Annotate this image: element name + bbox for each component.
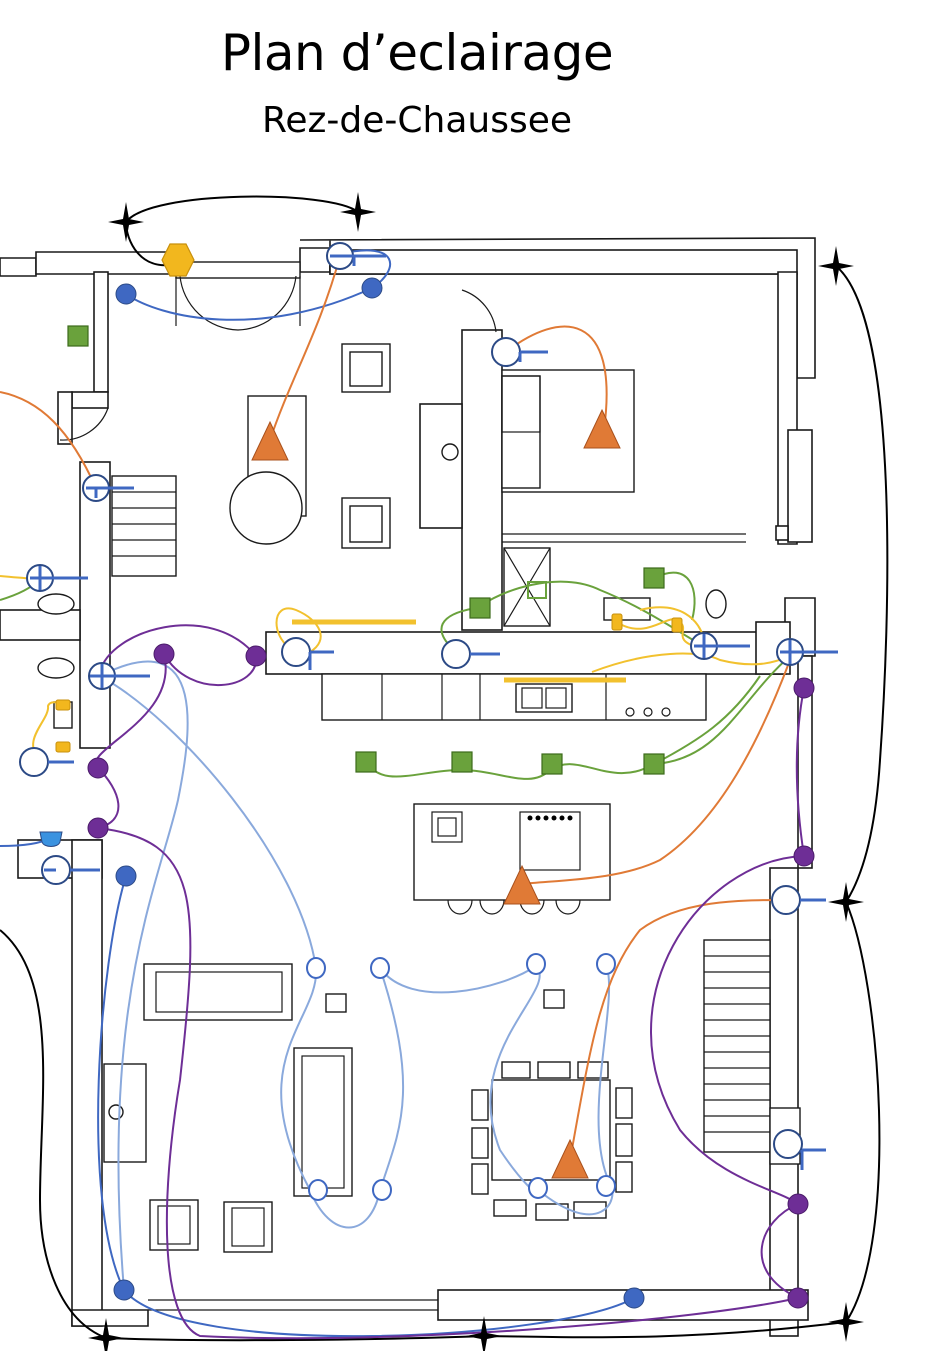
ceiling-lamps [251,408,621,1179]
led-square-icon [469,597,491,619]
doorbell-hexagon-icon [161,243,195,277]
led-square-icon [67,325,89,347]
led-squares [67,325,665,775]
exterior-star-light-icon [108,202,144,242]
page-title: Plan d’eclairage [220,24,614,82]
led-square-icon [355,751,377,773]
outlet-dot-icon [787,1287,809,1309]
wall-switch-icon [19,747,74,777]
spotlights [306,953,616,1201]
led-strips [292,619,626,683]
wall-switch-icon [82,474,134,502]
outlets-blue [113,277,645,1309]
spotlight-ring-icon [526,953,546,975]
wall-switch-icon [491,337,548,367]
wall-switch-icon [326,242,386,270]
spotlight-ring-icon [596,953,616,975]
wall-switch-icon [88,662,150,690]
furniture [37,343,801,1253]
outlet-dot-icon [245,645,267,667]
wires [0,195,889,1342]
detector-icon [39,831,63,847]
wall-switch-icon [690,632,750,660]
wall-switch-icon [773,1129,826,1170]
outlet-dot-icon [87,817,109,839]
wall-switch-icon [26,564,88,592]
led-square-icon [541,753,563,775]
spotlight-ring-icon [370,957,390,979]
outlet-dot-icon [793,677,815,699]
exterior-star-light-icon [828,1302,864,1342]
spotlight-ring-icon [596,1175,616,1197]
led-square-icon [451,751,473,773]
outlet-dot-icon [793,845,815,867]
page-subtitle: Rez-de-Chaussee [261,100,573,141]
outlet-dot-icon [153,643,175,665]
outlet-dot-icon [623,1287,645,1309]
exterior-star-light-icon [466,1316,502,1351]
doors [59,261,497,441]
led-square-icon [643,753,665,775]
spotlight-ring-icon [372,1179,392,1201]
outlet-dot-icon [115,865,137,887]
outlet-dot-icon [115,283,137,305]
spotlight-ring-icon [308,1179,328,1201]
ceiling-lamp-triangle-icon [251,420,289,461]
exterior-star-light-icon [828,882,864,922]
spotlight-ring-icon [306,957,326,979]
exterior-lights [88,192,864,1351]
exterior-star-light-icon [340,192,376,232]
walls [0,237,816,1337]
socket-icon [55,741,71,753]
ceiling-lamp-triangle-icon [503,864,541,905]
outlet-dot-icon [113,1279,135,1301]
socket-icon [671,617,683,633]
exterior-star-light-icon [88,1318,124,1351]
outlet-dot-icon [87,757,109,779]
wall-switch-icon [41,855,100,885]
wall-switch-icon [441,639,500,669]
led-square-icon [527,581,547,599]
socket-icon [611,613,623,631]
socket-icon [55,699,71,711]
wall-switch-icon [776,638,838,666]
wall-switch-icon [281,637,334,670]
exterior-star-light-icon [818,246,854,286]
spotlight-ring-icon [528,1177,548,1199]
wall-switch-icon [771,885,826,915]
ceiling-lamp-triangle-icon [583,408,621,449]
outlet-dot-icon [787,1193,809,1215]
ceiling-lamp-triangle-icon [551,1138,589,1179]
wall-switches [19,242,838,1170]
outlet-dot-icon [361,277,383,299]
led-square-icon [643,567,665,589]
outlets-purple [87,643,815,1309]
small-sockets [55,613,683,753]
